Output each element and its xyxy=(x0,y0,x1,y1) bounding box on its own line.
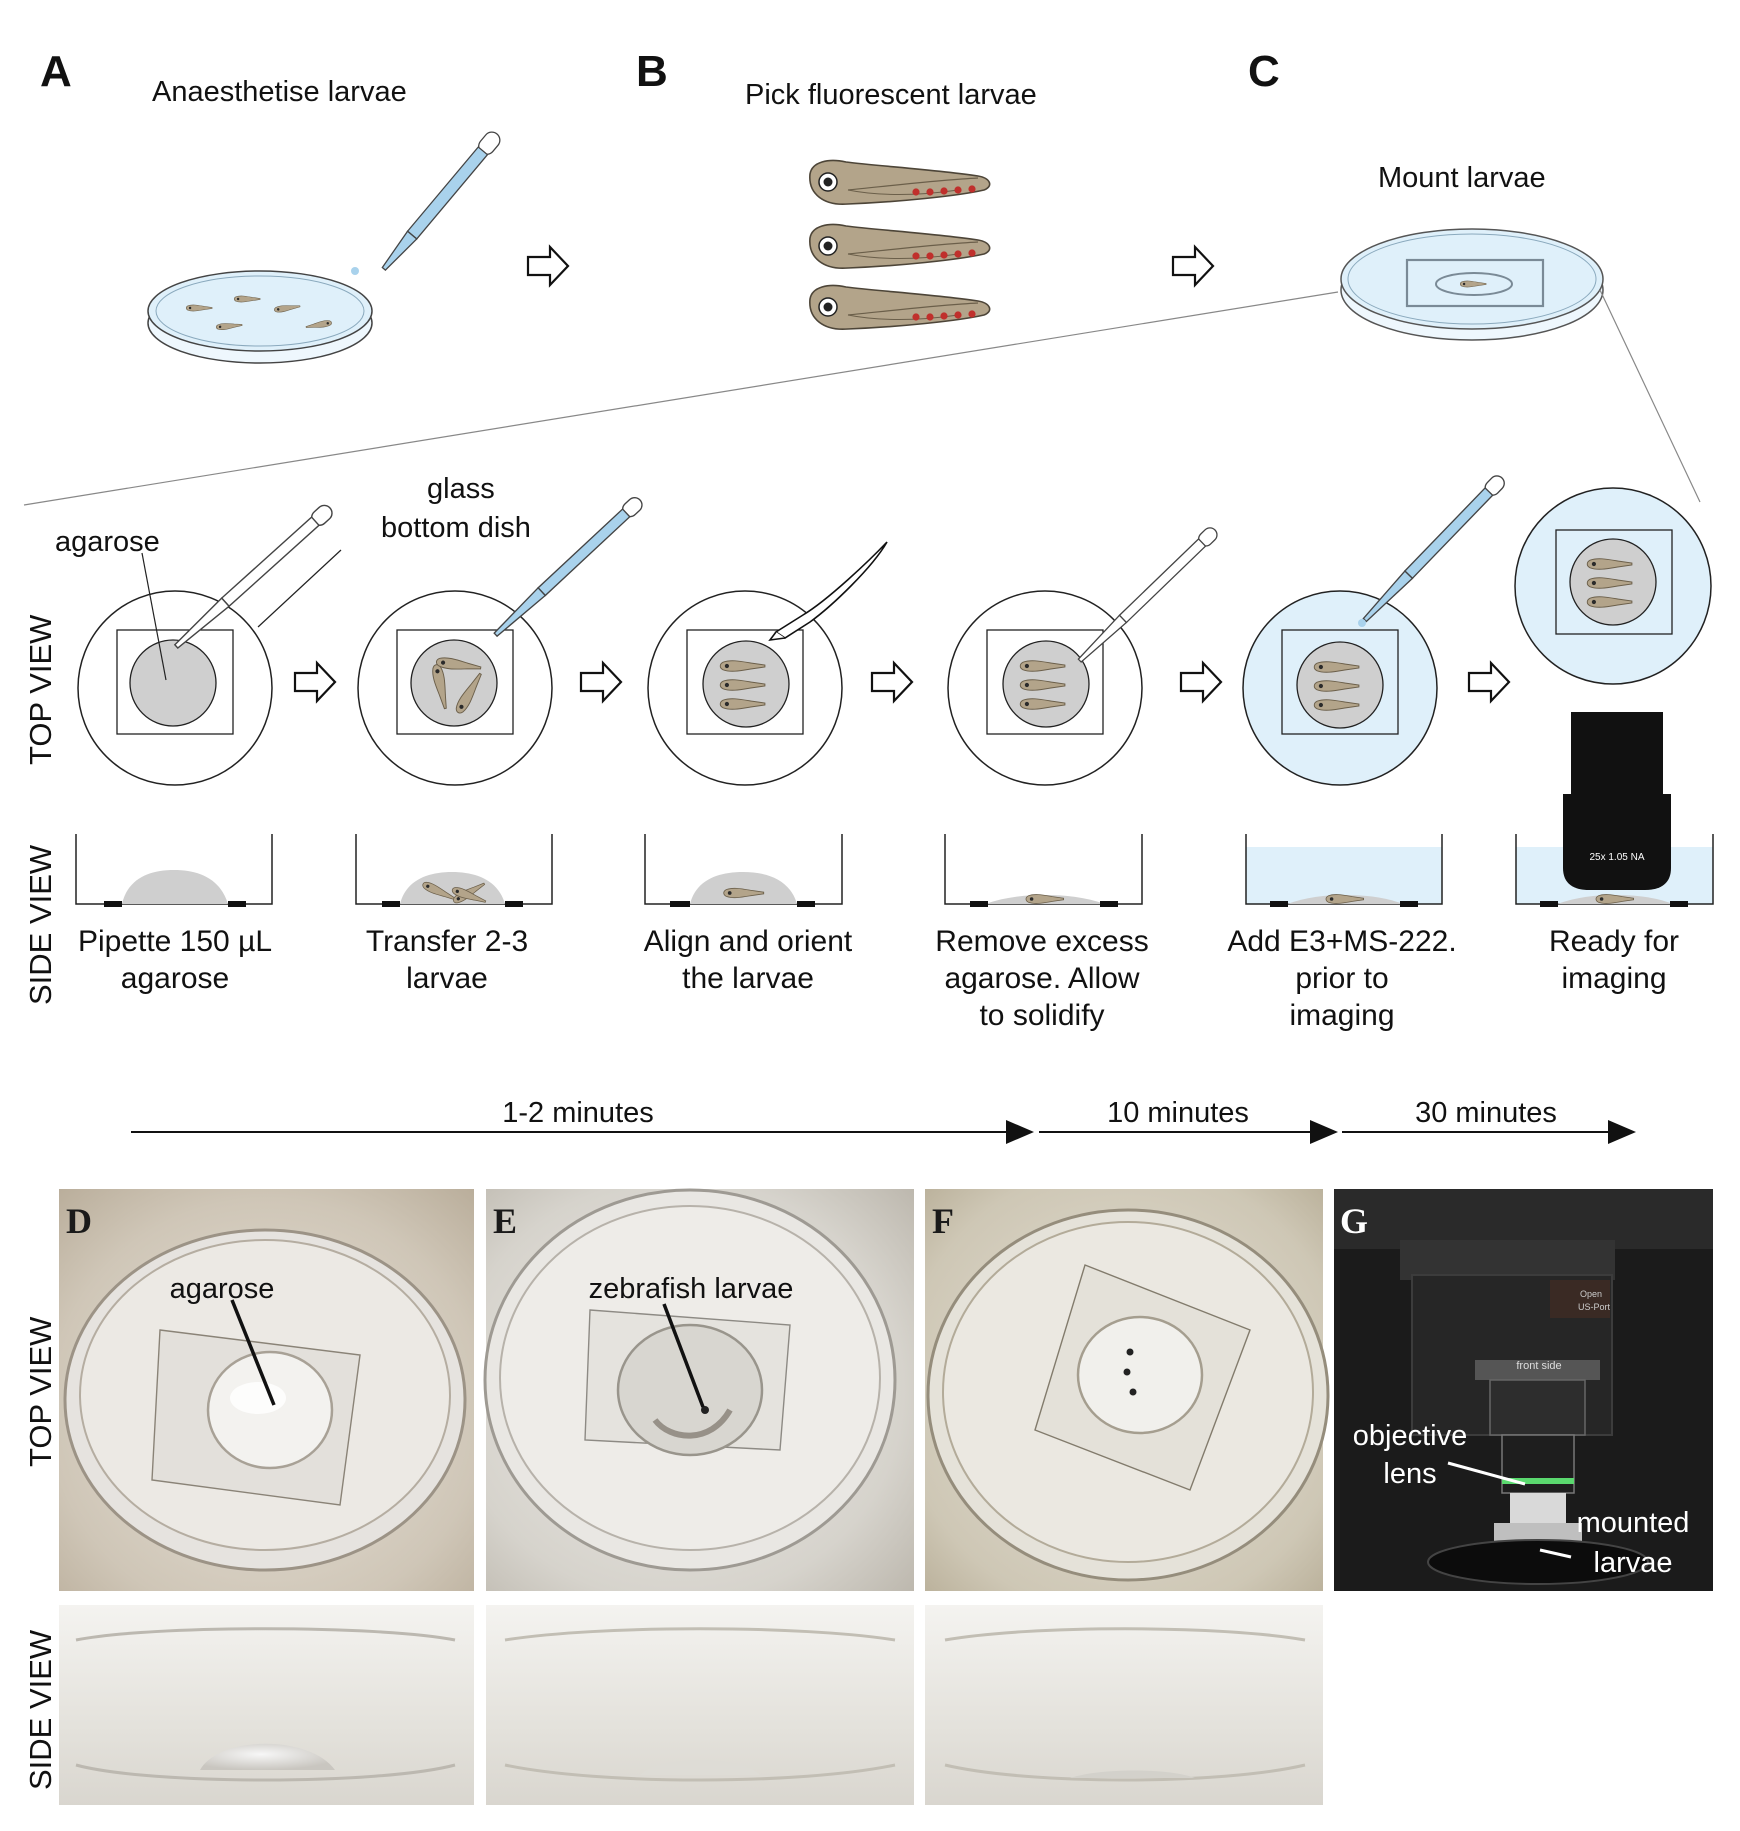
timeline: 1-2 minutes 10 minutes 30 minutes xyxy=(131,1097,1636,1144)
step-labels: Pipette 150 µL agarose Transfer 2-3 larvae A… xyxy=(78,925,1679,1032)
photo-d-side-view xyxy=(59,1605,474,1805)
step-1-top-view xyxy=(77,501,342,786)
hair-loop-tool-icon xyxy=(768,541,888,642)
step-2-side-view xyxy=(355,834,553,907)
step-6-top-view xyxy=(1514,487,1712,685)
objective-lens-label-1: objective xyxy=(1353,1420,1467,1452)
step-6-label-line: Ready for xyxy=(1549,925,1679,958)
objective-lens-icon xyxy=(1563,712,1671,890)
photo-e-side-view xyxy=(486,1605,914,1805)
step-6-label-line: imaging xyxy=(1561,962,1666,995)
fluorescent-larva xyxy=(809,159,991,206)
next-step-arrow-icon xyxy=(293,661,337,703)
step-1-label: Pipette 150 µL agarose xyxy=(78,925,272,995)
step-2-label-line: Transfer 2-3 xyxy=(366,925,528,958)
photo-letter-f: F xyxy=(932,1201,954,1241)
step-5-label-line: imaging xyxy=(1289,999,1394,1032)
step-5-label-line: Add E3+MS-222. xyxy=(1227,925,1456,958)
next-step-arrow-icon xyxy=(1171,245,1215,287)
droplet-icon xyxy=(351,267,359,275)
panel-b: B Pick fluorescent larvae xyxy=(636,47,1037,331)
photo-d-label: agarose xyxy=(170,1273,275,1305)
side-view-label-photos: SIDE VIEW xyxy=(23,1629,58,1790)
step-4-side-view xyxy=(944,834,1143,907)
panel-letter-c: C xyxy=(1248,47,1280,96)
panel-a-title: Anaesthetise larvae xyxy=(152,76,407,108)
petri-dish-anaesthetise xyxy=(147,270,373,364)
next-step-arrow-icon xyxy=(526,245,570,287)
objective-lens-label-2: lens xyxy=(1383,1458,1436,1490)
next-step-arrow-icon xyxy=(1179,661,1223,703)
step-5-label: Add E3+MS-222. prior to imaging xyxy=(1227,925,1456,1032)
glass-callout-line1: glass xyxy=(427,473,495,505)
photo-e-top-view xyxy=(483,1188,914,1591)
timeline-label-3: 30 minutes xyxy=(1415,1097,1557,1129)
step-3-label-line: Align and orient xyxy=(644,925,853,958)
mounted-dish-icon xyxy=(1340,228,1604,341)
step-5-label-line: prior to xyxy=(1295,962,1388,995)
zoom-line xyxy=(1599,289,1701,503)
step-4-label-line: to solidify xyxy=(979,999,1104,1032)
step-3-top-view xyxy=(647,541,888,786)
top-view-label: TOP VIEW xyxy=(23,614,58,765)
step-5-side-view xyxy=(1245,834,1443,907)
panel-letter-a: A xyxy=(40,47,72,96)
side-view-label: SIDE VIEW xyxy=(23,844,58,1005)
step-6-side-view: 25x 1.05 NA xyxy=(1515,712,1714,907)
photo-g-microscope xyxy=(1334,1189,1713,1591)
glass-callout-line xyxy=(257,549,342,628)
pipette-icon xyxy=(1074,524,1221,667)
photo-f-top-view xyxy=(925,1189,1330,1591)
objective-label: 25x 1.05 NA xyxy=(1589,852,1644,863)
photo-f-side-view xyxy=(925,1605,1323,1805)
step-1-label-line: Pipette 150 µL xyxy=(78,925,272,958)
panel-letter-b: B xyxy=(636,47,668,96)
step-6-label: Ready for imaging xyxy=(1549,925,1679,995)
panel-c-title: Mount larvae xyxy=(1378,162,1546,194)
step-4-label-line: agarose. Allow xyxy=(944,962,1139,995)
mounted-larvae-label-1: mounted xyxy=(1577,1507,1690,1539)
port-label: US-Port xyxy=(1578,1302,1611,1312)
fluorescent-larva xyxy=(809,284,991,331)
photo-letter-g: G xyxy=(1340,1201,1368,1241)
pipette-icon xyxy=(1358,472,1508,626)
step-2-label-line: larvae xyxy=(406,962,488,995)
step-3-label-line: the larvae xyxy=(682,962,814,995)
step-2-label: Transfer 2-3 larvae xyxy=(366,925,528,995)
timeline-label-2: 10 minutes xyxy=(1107,1097,1249,1129)
step-1-label-line: agarose xyxy=(121,962,229,995)
next-step-arrow-icon xyxy=(1467,661,1511,703)
step-4-label: Remove excess agarose. Allow to solidify xyxy=(935,925,1148,1032)
photo-letter-d: D xyxy=(66,1201,92,1241)
glass-callout-line2: bottom dish xyxy=(381,512,531,544)
step-3-side-view xyxy=(644,834,843,907)
fluorescent-larva xyxy=(809,223,991,270)
panel-b-title: Pick fluorescent larvae xyxy=(745,79,1037,111)
step-1-side-view xyxy=(75,834,273,907)
mounted-larvae-label-2: larvae xyxy=(1594,1547,1673,1579)
zoom-line xyxy=(23,291,1339,506)
photo-d-top-view xyxy=(59,1189,474,1591)
open-label: Open xyxy=(1580,1289,1602,1299)
step-3-label: Align and orient the larvae xyxy=(644,925,853,995)
photo-e-label: zebrafish larvae xyxy=(589,1273,794,1305)
droplet-icon xyxy=(1358,619,1366,627)
next-step-arrow-icon xyxy=(870,661,914,703)
pipette-icon xyxy=(381,131,501,271)
next-step-arrow-icon xyxy=(579,661,623,703)
agarose-callout: agarose xyxy=(55,526,160,558)
step-2-top-view xyxy=(357,493,646,786)
panel-c: C Mount larvae xyxy=(1248,47,1604,341)
timeline-label-1: 1-2 minutes xyxy=(502,1097,654,1129)
top-view-label-photos: TOP VIEW xyxy=(23,1316,58,1467)
step-5-top-view xyxy=(1242,472,1508,786)
step-4-top-view xyxy=(947,524,1221,786)
front-side-label: front side xyxy=(1516,1360,1561,1372)
agarose-callout-line xyxy=(141,552,167,681)
panel-a: A Anaesthetise larvae xyxy=(40,47,501,364)
step-4-label-line: Remove excess xyxy=(935,925,1148,958)
photo-letter-e: E xyxy=(493,1201,517,1241)
